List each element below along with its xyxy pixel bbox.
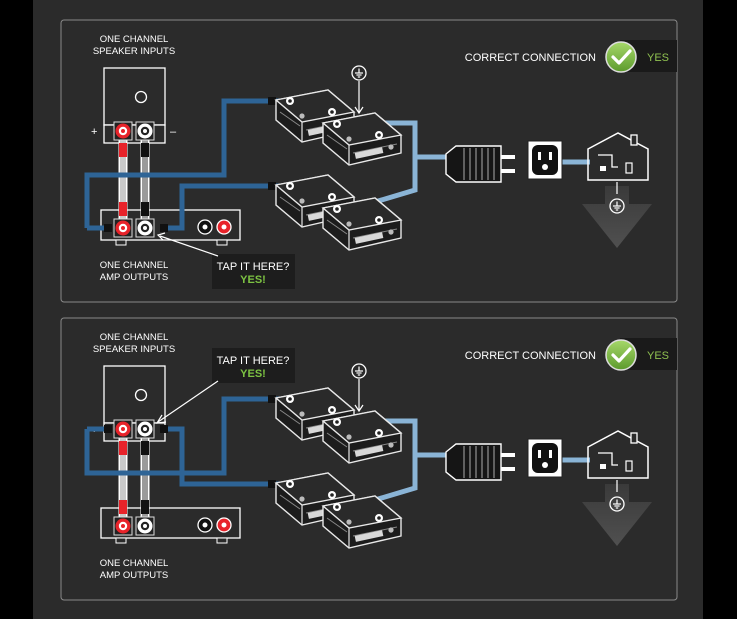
- signal-wire-lower: [166, 183, 282, 231]
- black-sleeve-bottom: [141, 202, 149, 216]
- tap-question: TAP IT HERE?: [217, 355, 290, 367]
- down-arrow-icon: [582, 480, 652, 546]
- down-arrow-icon: [582, 182, 652, 248]
- speaker-inputs-label-line2: SPEAKER INPUTS: [93, 344, 175, 355]
- wire-crimp-4: [268, 182, 276, 190]
- speaker-terminal-plate: [103, 422, 166, 442]
- red-sleeve-top: [119, 441, 127, 455]
- wire-crimp-2: [160, 224, 168, 232]
- wire-crimp-4: [268, 480, 276, 488]
- status-label: CORRECT CONNECTION: [465, 350, 596, 362]
- signal-wire-lower: [166, 426, 282, 487]
- rca-jack-black: [197, 517, 213, 533]
- speaker-inputs-label-line1: ONE CHANNEL: [100, 34, 169, 45]
- ground-lead-arrow: [354, 404, 364, 413]
- minus-sign: –: [170, 126, 177, 138]
- speaker-negative-terminal: [135, 121, 155, 141]
- tap-pointer: [157, 380, 219, 423]
- status-value: YES: [647, 52, 669, 64]
- black-sleeve-top: [141, 441, 149, 455]
- speaker-inputs-label-line1: ONE CHANNEL: [100, 332, 169, 343]
- rca-jack-red: [216, 219, 232, 235]
- power-plug-icon: [445, 443, 515, 481]
- red-sleeve-bottom: [119, 500, 127, 514]
- amp-outputs-label-line1: ONE CHANNEL: [100, 260, 169, 271]
- amp-foot-left: [115, 537, 127, 544]
- wire-crimp-2: [160, 425, 168, 433]
- speaker-box: [103, 365, 166, 424]
- amp-foot-left: [115, 239, 127, 246]
- negative-terminal: [135, 218, 155, 238]
- signal-wire-upper: [84, 98, 282, 228]
- red-sleeve-bottom: [119, 202, 127, 216]
- plus-sign: +: [91, 126, 97, 138]
- tap-callout-box: [212, 348, 295, 383]
- check-icon: [605, 41, 637, 73]
- amp-outputs-label-line1: ONE CHANNEL: [100, 558, 169, 569]
- speaker-inputs-label-line2: SPEAKER INPUTS: [93, 46, 175, 57]
- tap-callout: TAP IT HERE?YES!: [212, 348, 295, 383]
- amp-outputs-label-line2: AMP OUTPUTS: [100, 570, 168, 581]
- ground-lead-arrow: [354, 106, 364, 115]
- amp-negative-terminal: [135, 516, 155, 536]
- wire-crimp-3: [268, 395, 276, 403]
- tap-callout-box: [212, 254, 295, 289]
- signal-wire-upper: [84, 396, 282, 476]
- speaker-terminal-plate: [103, 124, 166, 144]
- power-plug-icon: [445, 145, 515, 183]
- amp-outputs-label-line2: AMP OUTPUTS: [100, 272, 168, 283]
- tap-answer: YES!: [240, 274, 266, 286]
- tap-pointer-arrow: [156, 232, 166, 241]
- red-sleeve-top: [119, 143, 127, 157]
- black-sleeve-bottom: [141, 500, 149, 514]
- house-icon: [587, 132, 649, 181]
- rca-jack-red: [216, 517, 232, 533]
- positive-terminal: [113, 218, 133, 238]
- status-value: YES: [647, 350, 669, 362]
- wall-outlet-icon: [527, 438, 563, 478]
- tap-pointer-arrow: [155, 414, 167, 424]
- amp-foot-right: [216, 239, 228, 246]
- speaker-box: [103, 67, 166, 126]
- tap-callout: TAP IT HERE?YES!: [212, 254, 295, 289]
- tap-pointer: [159, 235, 219, 257]
- house-icon: [587, 430, 649, 479]
- negative-terminal: [135, 419, 155, 439]
- rca-jack-black: [197, 219, 213, 235]
- status-label: CORRECT CONNECTION: [465, 52, 596, 64]
- wall-outlet-icon: [527, 140, 563, 180]
- wire-crimp-1: [104, 224, 112, 232]
- tap-answer: YES!: [240, 368, 266, 380]
- check-icon: [605, 339, 637, 371]
- wire-crimp-1: [104, 425, 112, 433]
- amp-positive-terminal: [113, 516, 133, 536]
- tap-question: TAP IT HERE?: [217, 261, 290, 273]
- speaker-box-knob: [134, 90, 148, 104]
- speaker-box-knob: [134, 388, 148, 402]
- wire-crimp-3: [268, 97, 276, 105]
- positive-terminal: [113, 419, 133, 439]
- speaker-positive-terminal: [113, 121, 133, 141]
- black-sleeve-top: [141, 143, 149, 157]
- amp-foot-right: [216, 537, 228, 544]
